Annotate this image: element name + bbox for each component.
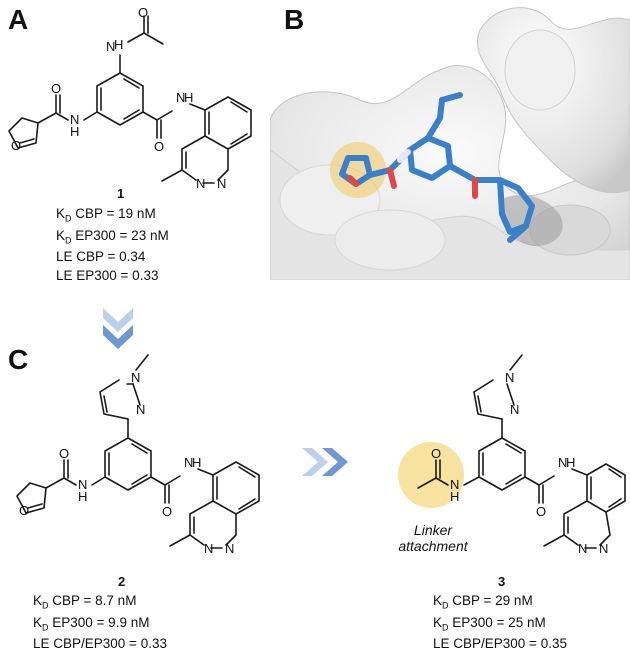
compound-3-bonds <box>417 354 626 549</box>
le-ep300-line: LE EP300 = 0.33 <box>56 267 159 283</box>
atom-label: N <box>558 455 568 470</box>
atom-label: O <box>51 81 62 96</box>
kd-cbp-line: KD CBP = 19 nM <box>56 206 156 224</box>
kd-ep300-line: KD EP300 = 23 nM <box>56 227 169 246</box>
atom-label: O <box>536 504 547 519</box>
atom-label: O <box>162 504 173 519</box>
atom-label: N <box>578 541 588 556</box>
atom-label: H <box>70 124 80 139</box>
atom-label: O <box>431 446 442 461</box>
linker-attachment-label: Linker attachment <box>398 522 468 555</box>
atom-label: N <box>176 90 186 105</box>
atom-label: N <box>225 541 235 556</box>
atom-label: N <box>131 370 141 385</box>
atom-label: H <box>78 489 88 504</box>
atom-label: N <box>196 176 206 191</box>
atom-label: H <box>566 455 576 470</box>
compound-2-bonds <box>16 354 260 549</box>
kd-cbp-line: KD CBP = 8.7 nM <box>33 593 137 611</box>
panel-label-c: C <box>8 344 29 375</box>
protein-ligand-render <box>270 0 630 280</box>
atom-label: H <box>450 489 460 504</box>
linker-highlight-circle <box>398 442 464 508</box>
compound-3-structure: N N O N H O N H N N <box>380 330 630 580</box>
compound-3-properties: KD CBP = 29 nM KD EP300 = 25 nM LE CBP/E… <box>433 594 567 651</box>
compound-3-number: 3 <box>498 574 506 589</box>
compound-1-properties: KD CBP = 19 nM KD EP300 = 23 nM LE CBP =… <box>56 207 169 282</box>
kd-ep300-line: KD EP300 = 9.9 nM <box>33 614 150 633</box>
atom-label: O <box>19 503 30 518</box>
atom-label: N <box>70 112 80 127</box>
compound-1-bonds <box>8 15 252 184</box>
kd-cbp-line: KD CBP = 29 nM <box>433 593 533 611</box>
protein-surface-svg <box>270 7 630 280</box>
atom-label: N <box>184 455 194 470</box>
le-line: LE CBP/EP300 = 0.35 <box>433 636 567 651</box>
le-cbp-line: LE CBP = 0.34 <box>56 249 146 265</box>
panel-label-b: B <box>284 4 305 35</box>
atom-label: N <box>599 541 609 556</box>
panel-label-a: A <box>8 4 29 35</box>
atom-label: N <box>136 402 146 417</box>
atom-label: O <box>11 138 22 153</box>
atom-label: N <box>78 477 88 492</box>
compound-2-number: 2 <box>118 574 126 589</box>
atom-label: N <box>450 477 460 492</box>
atom-label: O <box>138 5 149 20</box>
atom-label: N <box>505 370 515 385</box>
atom-label: H <box>184 90 194 105</box>
atom-label: N <box>204 541 214 556</box>
atom-label: H <box>192 455 202 470</box>
atom-label: N <box>217 176 227 191</box>
atom-label: H <box>114 37 124 52</box>
atom-label: O <box>154 139 165 154</box>
compound-1-number: 1 <box>117 186 125 201</box>
atom-label: O <box>59 446 70 461</box>
compound-2-structure: N N O N H O O N H N N <box>0 330 260 580</box>
compound-1-structure: O H N O N H O O N H N N <box>0 0 280 200</box>
kd-ep300-line: KD EP300 = 25 nM <box>433 614 546 633</box>
atom-label: N <box>510 402 520 417</box>
atom-label: N <box>106 39 116 54</box>
